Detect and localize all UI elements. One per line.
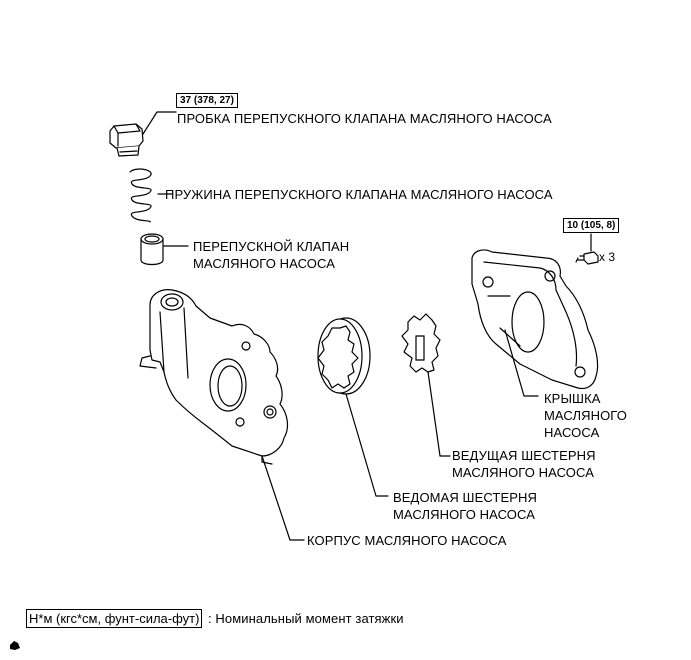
legend-torque-unit: Н*м (кгс*см, фунт-сила-фут) [26,609,203,628]
bolt-torque-spec: 10 (105, 8) [563,218,620,233]
drive-gear-part [401,313,441,373]
legend-description: : Номинальный момент затяжки [208,611,404,626]
oil-pump-cover-part [471,249,599,390]
book-icon [10,641,20,650]
label-plug: ПРОБКА ПЕРЕПУСКНОГО КЛАПАНА МАСЛЯНОГО НА… [177,111,552,126]
driven-gear-part [317,317,371,395]
leader-plug [142,111,177,135]
label-relief-valve-line2: МАСЛЯНОГО НАСОСА [193,256,335,271]
leader-drive-gear [427,371,451,457]
label-spring: ПРУЖИНА ПЕРЕПУСКНОГО КЛАПАНА МАСЛЯНОГО Н… [165,187,553,202]
label-cover-line2: МАСЛЯНОГО [544,408,627,423]
label-body: КОРПУС МАСЛЯНОГО НАСОСА [307,533,507,548]
relief-valve-part [140,233,164,266]
leader-driven-gear [345,393,389,497]
relief-valve-plug-part [109,123,144,157]
relief-valve-spring-part [129,168,152,223]
leader-body [261,455,305,541]
leader-cover [504,329,539,397]
label-cover-line3: НАСОСА [544,425,600,440]
label-driven-gear-line2: МАСЛЯНОГО НАСОСА [393,507,535,522]
label-relief-valve-line1: ПЕРЕПУСКНОЙ КЛАПАН [193,239,350,254]
label-cover-line1: КРЫШКА [544,391,601,406]
label-driven-gear-line1: ВЕДОМАЯ ШЕСТЕРНЯ [393,490,537,505]
oil-pump-body-part [139,289,289,465]
label-drive-gear-line2: МАСЛЯНОГО НАСОСА [452,465,594,480]
bolt-quantity: x 3 [599,250,616,264]
plug-torque-spec: 37 (378, 27) [176,93,238,108]
label-drive-gear-line1: ВЕДУЩАЯ ШЕСТЕРНЯ [452,448,596,463]
cover-bolt-part [575,251,599,265]
